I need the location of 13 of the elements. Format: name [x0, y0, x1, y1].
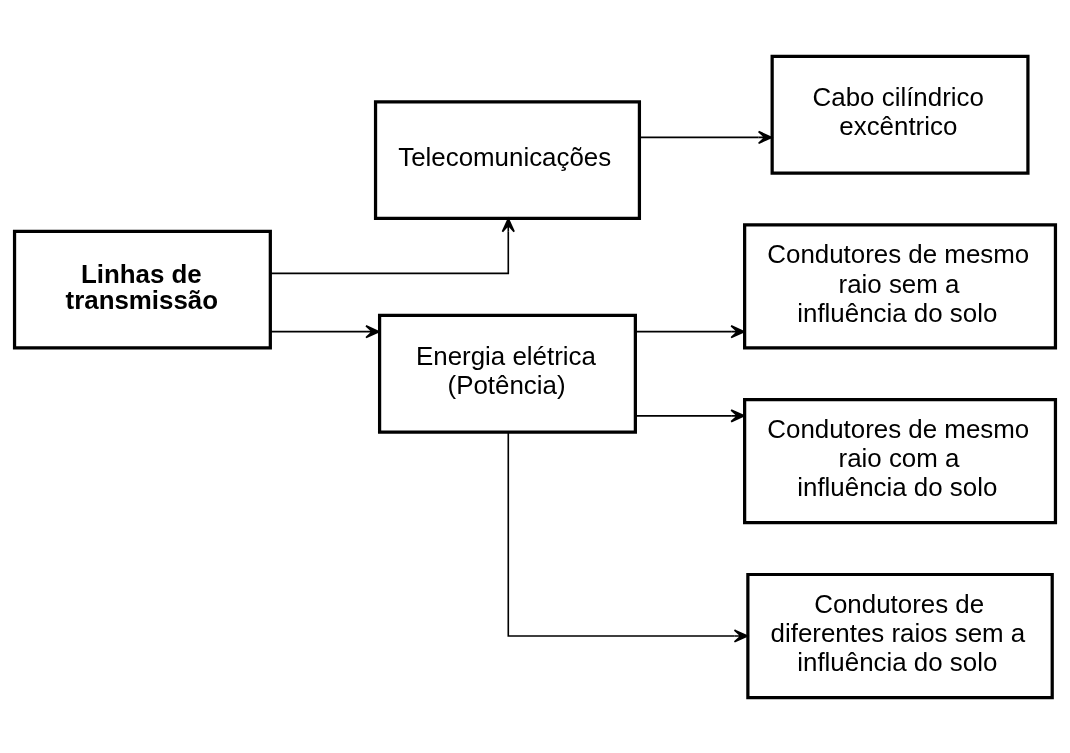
- arrow: [269, 217, 515, 274]
- node-box: Cabo cilíndrico excêntrico: [770, 54, 1030, 175]
- node-box: Energia elétrica (Potência): [377, 313, 637, 434]
- node-box: Condutores de mesmo raio com a influência do solo: [743, 397, 1058, 524]
- arrow: [634, 408, 745, 422]
- node-box: Condutores de mesmo raio sem a influência do solo: [743, 222, 1058, 349]
- node-box: Linhas de transmissão: [12, 229, 272, 349]
- arrow: [269, 324, 380, 338]
- arrow: [634, 324, 745, 338]
- arrow: [639, 130, 773, 144]
- arrow: [507, 431, 749, 643]
- node-box: Telecomunicações: [373, 99, 642, 220]
- node-box: Condutores de diferentes raios sem a influência do solo: [746, 572, 1054, 699]
